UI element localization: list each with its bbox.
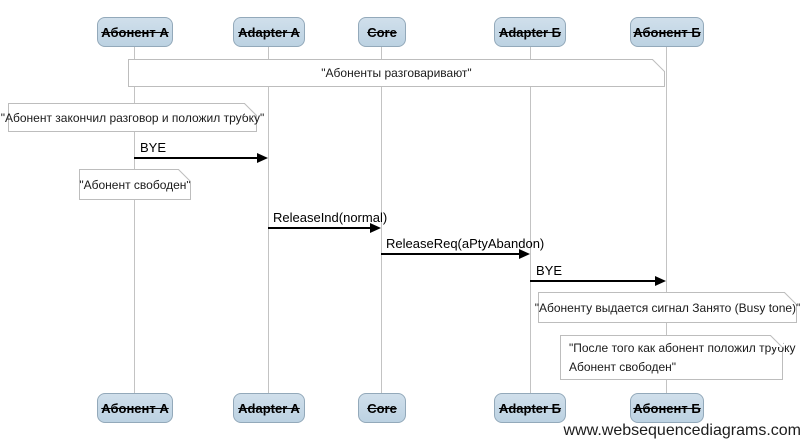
message-arrowhead-releaseind <box>370 223 381 233</box>
note-subscriber-free: "Абонент свободен" <box>79 169 191 200</box>
watermark-websequencediagrams: www.websequencediagrams.com <box>563 422 801 439</box>
lifeline-abonent-a <box>134 47 135 393</box>
message-label-releaseind: ReleaseInd(normal) <box>273 210 388 225</box>
participant-top-adapter-a: Adapter A <box>233 17 305 47</box>
participant-top-core: Core <box>358 17 406 47</box>
participant-bottom-abonent-a: Абонент А <box>97 393 173 423</box>
note-after-hangup-line-1: "После того как абонент положил трубку <box>569 340 796 355</box>
note-after-hangup-line-2: Абонент свободен" <box>569 359 677 374</box>
message-arrowhead-releasereq <box>519 249 530 259</box>
message-arrowhead-bye-1 <box>257 153 268 163</box>
lifeline-abonent-b <box>666 47 667 393</box>
message-label-bye-1: BYE <box>140 140 167 155</box>
message-arrowhead-bye-2 <box>655 276 666 286</box>
participant-top-abonent-b: Абонент Б <box>630 17 704 47</box>
participant-bottom-adapter-b: Adapter Б <box>494 393 566 423</box>
participant-bottom-core: Core <box>358 393 406 423</box>
note-after-hangup: "После того как абонент положил трубку А… <box>560 335 796 380</box>
message-label-releasereq: ReleaseReq(aPtyAbandon) <box>386 236 545 251</box>
note-caller-hung-up: "Абонент закончил разговор и положил тру… <box>1 103 264 132</box>
participant-bottom-abonent-b: Абонент Б <box>630 393 704 423</box>
participant-top-abonent-a: Абонент А <box>97 17 173 47</box>
note-busy-tone: "Абоненту выдается сигнал Занято (Busy t… <box>535 292 800 323</box>
participant-top-adapter-b: Adapter Б <box>494 17 566 47</box>
message-line-bye-1 <box>134 157 265 159</box>
message-label-bye-2: BYE <box>536 263 563 278</box>
participant-bottom-adapter-a: Adapter A <box>233 393 305 423</box>
message-line-releasereq <box>381 253 527 255</box>
lifeline-adapter-a <box>268 47 269 393</box>
message-line-releaseind <box>268 227 378 229</box>
note-conversation: "Абоненты разговаривают" <box>128 59 665 87</box>
lifeline-core <box>381 47 382 393</box>
lifeline-adapter-b <box>530 47 531 393</box>
message-line-bye-2 <box>530 280 663 282</box>
